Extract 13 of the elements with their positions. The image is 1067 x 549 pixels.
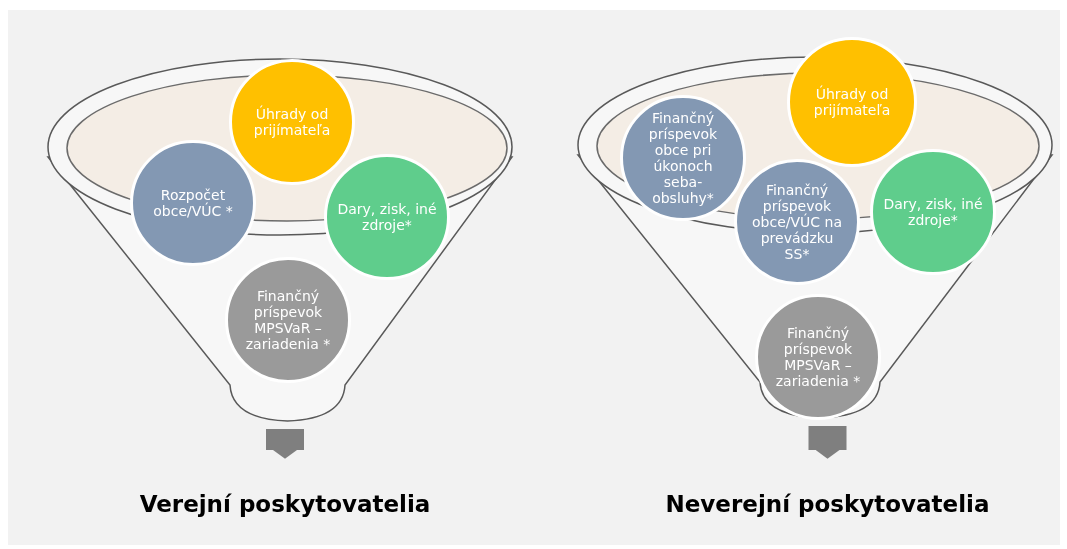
circle-label: Rozpočet obce/VÚC * xyxy=(152,186,234,220)
circle-label: Finančný príspevok obce/VÚC na prevádzku SS* xyxy=(751,181,843,263)
arrow xyxy=(808,426,847,459)
circle-label: Dary, zisk, iné zdroje* xyxy=(883,195,983,229)
heading: Neverejní poskytovatelia xyxy=(665,491,990,517)
circle-label: Finančný príspevok MPSVaR – zariadenia * xyxy=(244,287,332,353)
arrow xyxy=(266,429,304,459)
circle-label: Finančný príspevok MPSVaR – zariadenia * xyxy=(774,324,862,390)
circle-label: Úhrady od prijímateľa xyxy=(812,85,892,119)
circle-label: Dary, zisk, iné zdroje* xyxy=(337,200,437,234)
heading: Verejní poskytovatelia xyxy=(139,491,431,517)
circle-label: Finančný príspevok obce pri úkonoch seba-obsluhy* xyxy=(647,109,719,207)
circle-label: Úhrady od prijímateľa xyxy=(252,105,332,139)
